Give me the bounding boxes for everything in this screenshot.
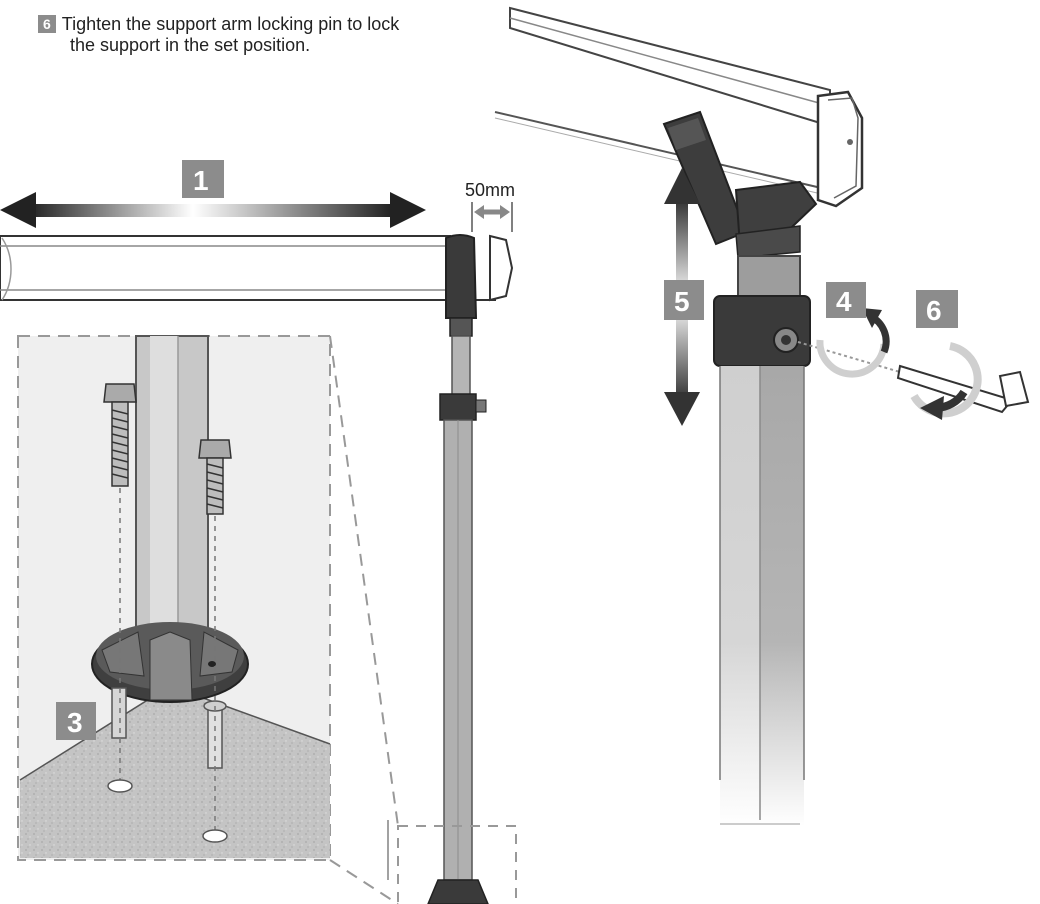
measure-label: 50mm bbox=[465, 180, 515, 200]
svg-text:6: 6 bbox=[926, 295, 942, 326]
rotate-arrow-4-icon bbox=[816, 308, 890, 378]
measurement-50mm: 50mm bbox=[465, 180, 515, 232]
instruction-text: 6 Tighten the support arm locking pin to … bbox=[38, 14, 558, 56]
bolt-left-icon bbox=[103, 383, 137, 487]
horizontal-adjust-arrow-icon bbox=[0, 192, 426, 228]
support-arm-right bbox=[662, 110, 818, 826]
awning-roller-left bbox=[0, 234, 514, 302]
instruction-line-1: Tighten the support arm locking pin to l… bbox=[61, 14, 400, 34]
rotate-arrow-6-icon bbox=[910, 342, 982, 420]
step-badge-3: 3 bbox=[56, 702, 96, 740]
step-badge: 6 bbox=[38, 15, 56, 33]
support-post-left bbox=[387, 234, 517, 904]
step-badge-5: 5 bbox=[664, 280, 704, 320]
instruction-line-2: the support in the set position. bbox=[70, 35, 311, 55]
bolt-right-icon bbox=[198, 439, 232, 515]
step-badge-1: 1 bbox=[182, 160, 224, 198]
step-badge-6: 6 bbox=[916, 290, 958, 328]
svg-text:1: 1 bbox=[193, 165, 209, 196]
svg-text:5: 5 bbox=[674, 286, 690, 317]
step-badge-4: 4 bbox=[826, 282, 866, 318]
svg-text:3: 3 bbox=[67, 707, 83, 738]
base-detail-inset bbox=[17, 335, 399, 904]
awning-roller-top bbox=[494, 6, 864, 208]
svg-text:4: 4 bbox=[836, 286, 852, 317]
